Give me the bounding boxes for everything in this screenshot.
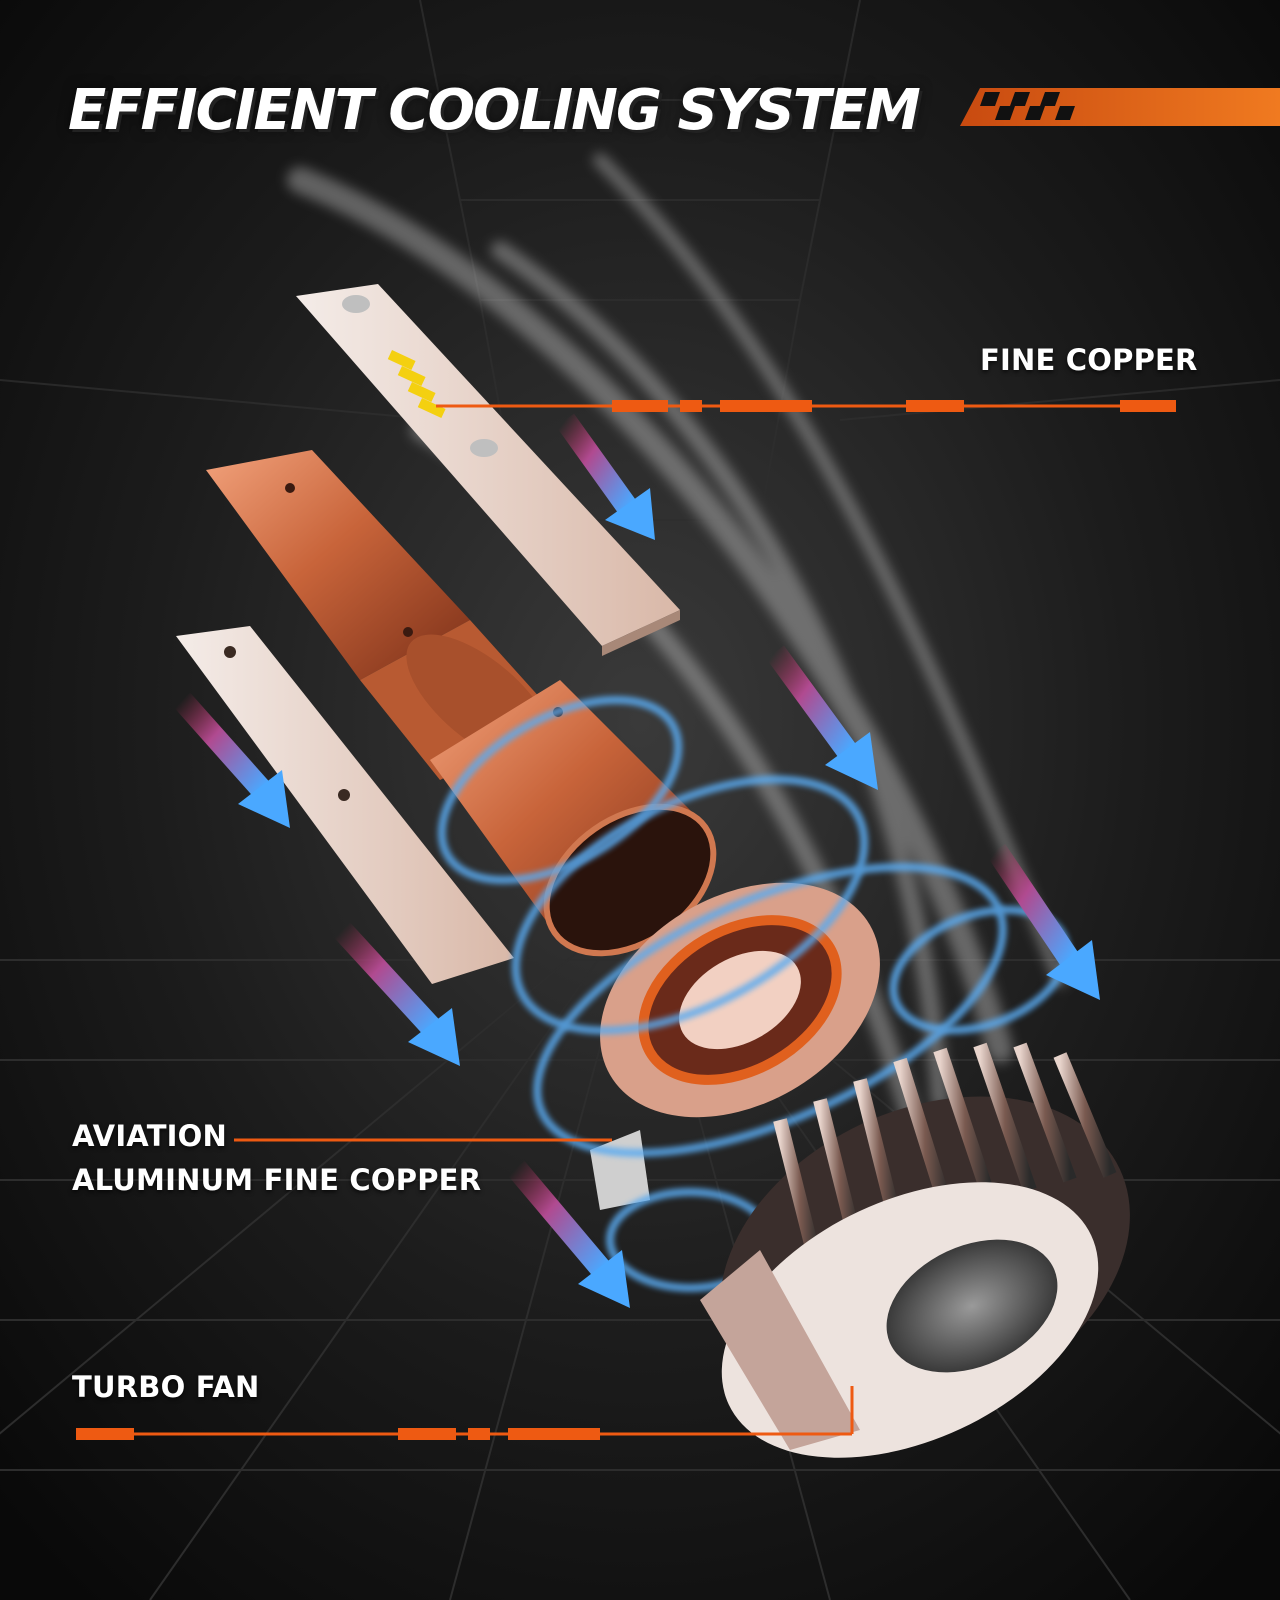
turbo-fan-callout: [76, 1386, 854, 1440]
airflow-streaks: [287, 153, 1067, 1160]
turbo-fan: [700, 1042, 1130, 1458]
led-chip-plate: [296, 284, 680, 656]
led-chips: [387, 350, 446, 419]
turbo-fan-label: TURBO FAN: [72, 1370, 260, 1404]
airflow-arrows: [173, 413, 1080, 1278]
copper-side-plate: [176, 626, 514, 984]
fine-copper-label: FINE COPPER: [980, 343, 1198, 377]
title-accent-stripe: [960, 88, 1280, 126]
page-title: EFFICIENT COOLING SYSTEM: [68, 78, 921, 143]
arrow-heads: [238, 488, 1100, 1308]
aviation-label-line2: ALUMINUM FINE COPPER: [72, 1163, 482, 1197]
cooling-rings: [437, 695, 1071, 1292]
aviation-label-line1: AVIATION: [72, 1119, 227, 1153]
fine-copper-callout: [436, 400, 1176, 412]
